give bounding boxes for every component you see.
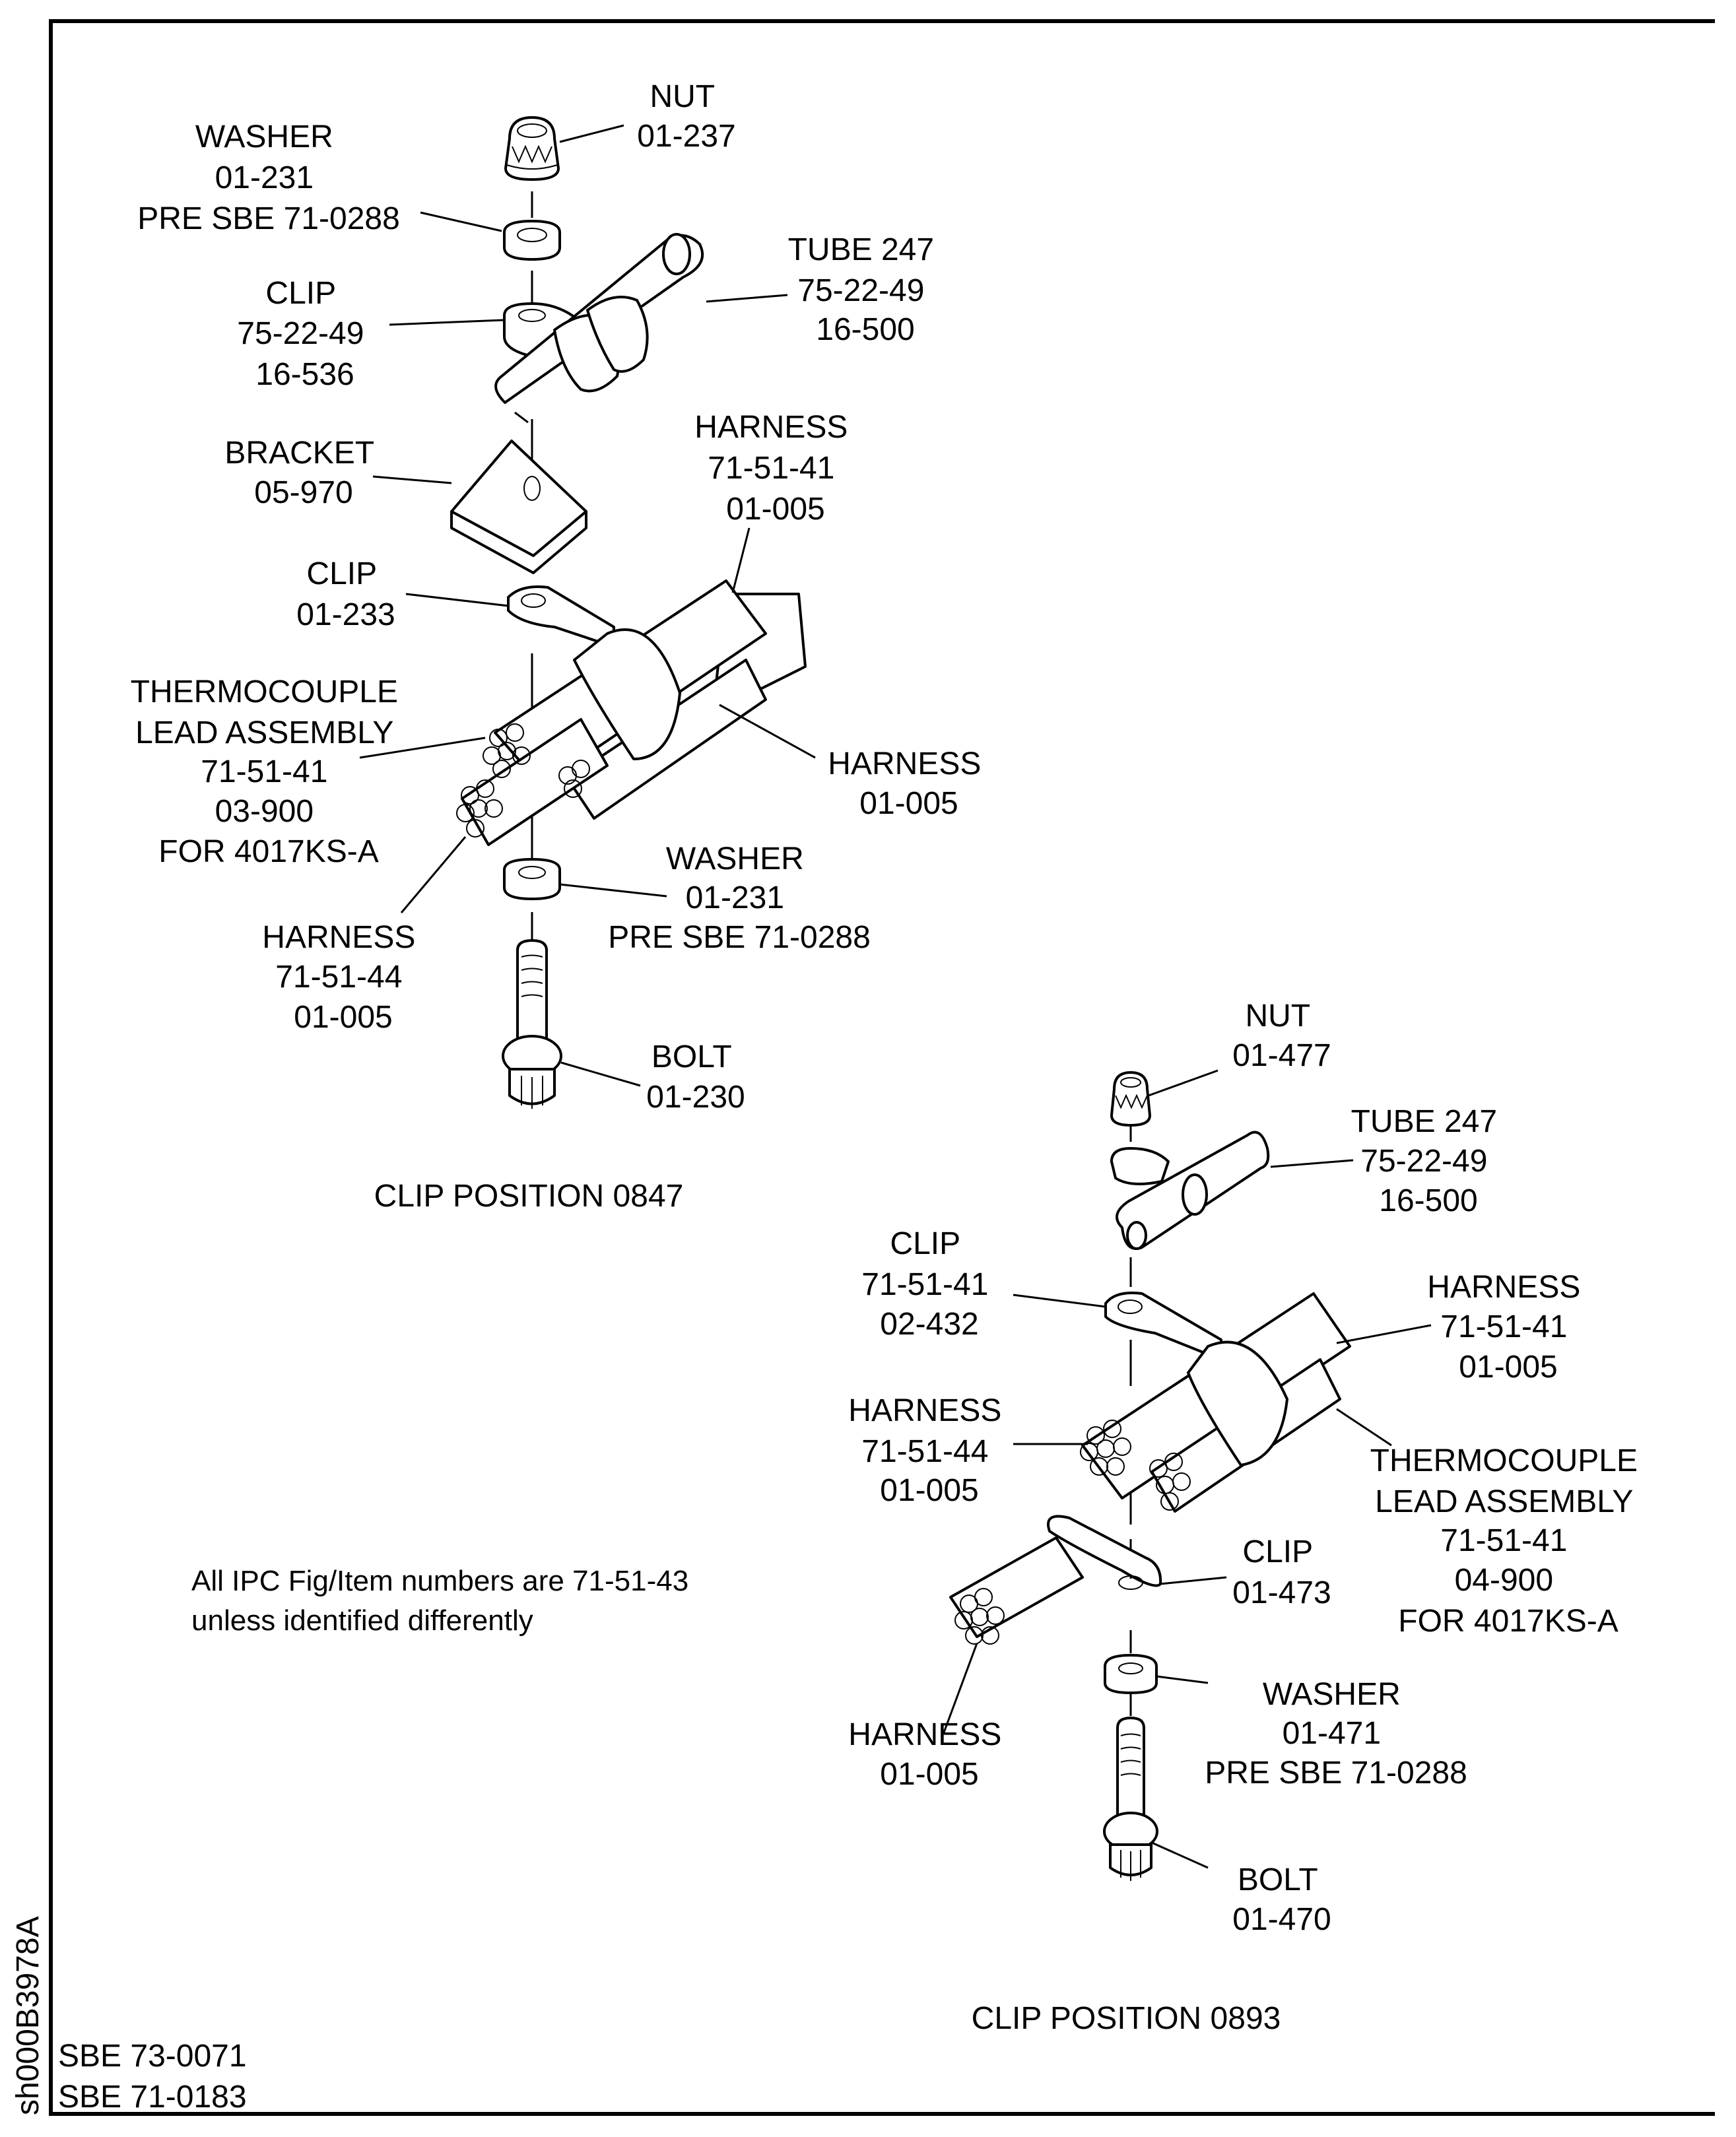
callout-clip-upper: CLIP 71-51-41 02-432 [861,1226,997,1342]
leader-lines [943,1069,1432,1869]
drawing-id: sh000B3978A [11,1916,46,2115]
nut-icon [504,116,560,181]
lower-clip-icon [949,1515,1162,1645]
callout-bracket: BRACKET 05-970 [224,436,382,510]
callout-bolt: BOLT 01-230 [646,1039,745,1115]
callout-thermocouple: THERMOCOUPLE LEAD ASSEMBLY 71-51-41 04-9… [1370,1443,1647,1639]
assembly-title: CLIP POSITION 0893 [972,2001,1281,2036]
bracket-icon [450,440,587,574]
callout-clip-tube: CLIP 75-22-49 16-536 [237,276,372,392]
tube-icon [494,233,704,424]
harness-clip-icon [1104,1292,1222,1361]
assembly-clip-position-0893 [943,1069,1432,1881]
washer-icon [503,858,561,900]
harness-clip-icon [507,585,615,648]
callout-tube: TUBE 247 75-22-49 16-500 [788,232,943,347]
callout-harness-upper: HARNESS 71-51-41 01-005 [1427,1270,1589,1385]
nut-icon [1110,1071,1151,1127]
callout-harness-lower: HARNESS 01-005 [848,1717,1010,1792]
callout-bolt: BOLT 01-470 [1232,1862,1331,1937]
washer-icon [503,220,561,261]
callout-labels-0893: NUT 01-477 TUBE 247 75-22-49 16-500 CLIP… [848,999,1647,2036]
harness-bundle-icon [456,579,807,846]
callout-nut: NUT 01-237 [637,79,735,154]
callout-washer: WASHER 01-471 PRE SBE 71-0288 [1205,1677,1467,1791]
ipc-note: All IPC Fig/Item numbers are 71-51-43 un… [191,1565,696,1637]
callout-tube: TUBE 247 75-22-49 16-500 [1351,1104,1506,1218]
bolt-icon [1103,1717,1158,1881]
harness-bundle-icon [1080,1292,1351,1513]
callout-clip-lower: CLIP 01-473 [1232,1534,1331,1610]
callout-washer: WASHER 01-231 PRE SBE 71-0288 [137,119,400,236]
assembly-clip-position-0847 [359,116,816,1109]
leader-lines [359,124,816,1087]
washer-icon [1104,1654,1158,1694]
callout-washer-bottom: WASHER 01-231 PRE SBE 71-0288 [608,841,871,955]
bolt-icon [502,939,562,1109]
callout-clip-harness: CLIP 01-233 [296,556,395,632]
callout-harness-lower: HARNESS 71-51-44 01-005 [262,920,424,1035]
callout-nut: NUT 01-477 [1232,999,1331,1073]
sbe-references: SBE 73-0071 SBE 71-0183 [58,2039,255,2115]
callout-harness-upper: HARNESS 71-51-41 01-005 [694,410,856,527]
figure-frame [49,19,1715,2116]
assembly-title: CLIP POSITION 0847 [374,1179,684,1214]
callout-harness-left: HARNESS 71-51-44 01-005 [848,1393,1010,1508]
tube-icon [1110,1131,1270,1250]
callout-harness-right: HARNESS 01-005 [828,746,989,821]
callout-labels-0847: NUT 01-237 WASHER 01-231 PRE SBE 71-0288… [131,79,989,1214]
callout-thermocouple: THERMOCOUPLE LEAD ASSEMBLY 71-51-41 03-9… [131,674,407,869]
